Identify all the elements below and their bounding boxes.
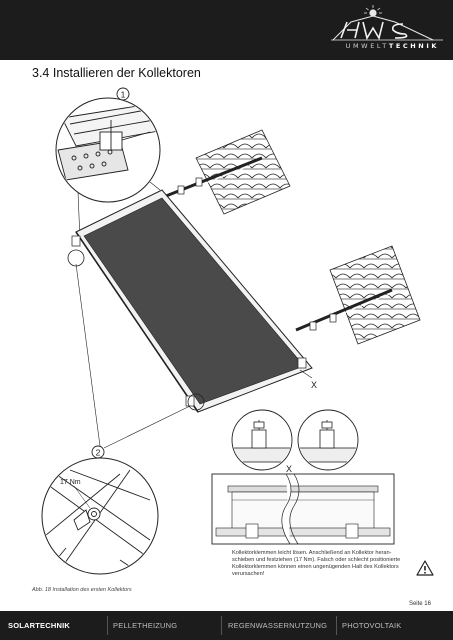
header-bar: UMWELTTECHNIK [0,0,453,60]
marker-x-detail: X [286,464,292,474]
clamp-notice-text: Kollektorklemmen leicht lösen. Anschließ… [232,550,401,578]
upper-roof-tiles [165,129,291,215]
footer-bar: SOLARTECHNIK PELLETHEIZUNG REGENWASSERNU… [0,611,453,640]
solar-collector-panel [71,189,313,413]
section-title: 3.4 Installieren der Kollektoren [32,66,201,80]
clamp-detail-left [231,409,293,471]
warning-triangle-icon [416,560,434,576]
page-number: Seite 16 [408,601,431,607]
callout-2-label: 2 [96,448,101,458]
footer-brand: SOLARTECHNIK [8,621,70,630]
detail-2-magnifier [41,457,159,575]
cross-section-detail [211,473,395,545]
clamp-detail-right [297,409,359,471]
callout-1-label: 1 [121,90,126,100]
sun-icon [364,5,382,17]
lower-roof-tiles [295,245,421,345]
footer-item-regenwassernutzung[interactable]: REGENWASSERNUTZUNG [228,621,328,630]
figure-caption: Abb. 18 Installation des ersten Kollekto… [32,587,132,593]
footer-item-photovoltaik[interactable]: PHOTOVOLTAIK [342,621,402,630]
company-logo [331,5,443,41]
callout-1-circle [116,87,130,101]
torque-label: 17 Nm [60,479,81,486]
footer-divider [221,616,222,635]
detail-1-magnifier [55,97,161,203]
footer-divider [336,616,337,635]
logo-lettering [340,21,408,41]
installation-illustration: 1 X 2 [41,87,421,575]
logo-subtitle: UMWELTTECHNIK [345,42,439,50]
footer-item-pelletheizung[interactable]: PELLETHEIZUNG [113,621,178,630]
marker-x-main: X [311,380,317,390]
footer-divider [107,616,108,635]
